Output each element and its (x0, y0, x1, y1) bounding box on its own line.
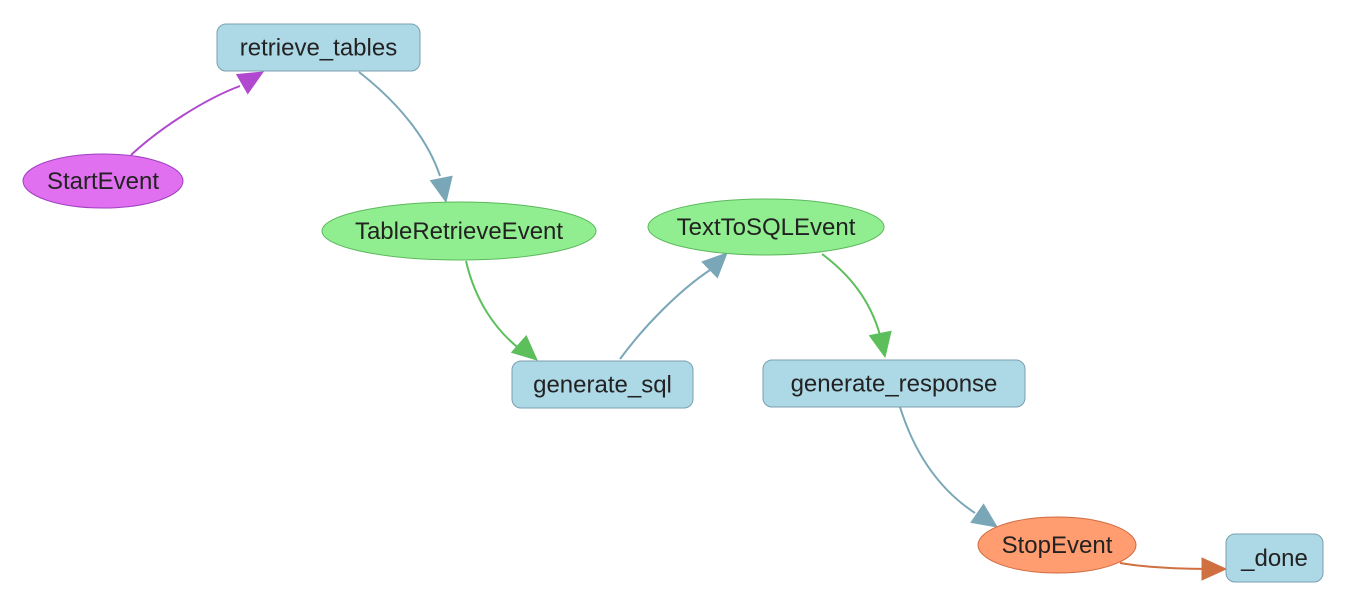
step-box (762, 359, 1026, 408)
edge-generate_response-to-StopEvent (899, 406, 998, 528)
edge-generate_sql-to-TextToSQLEvent (619, 252, 728, 360)
node-label: StartEvent (47, 168, 159, 195)
node-texttosqlevent: TextToSQLEvent (647, 198, 885, 256)
node--done: _done (1225, 533, 1324, 583)
event-ellipse (647, 198, 885, 256)
edge-TextToSQLEvent-to-generate_response (821, 253, 892, 359)
event-ellipse (321, 201, 597, 261)
nodes-layer: retrieve_tablesStartEventTableRetrieveEv… (22, 23, 1324, 583)
node-label: TableRetrieveEvent (355, 218, 563, 245)
edges-layer (130, 71, 1228, 581)
edge-StopEvent-to-_done (1119, 557, 1228, 581)
arrowhead-icon (701, 252, 728, 279)
step-box (216, 23, 421, 72)
arrowhead-icon (429, 175, 453, 204)
event-ellipse (22, 153, 184, 209)
node-label: retrieve_tables (240, 35, 397, 62)
arrowhead-icon (970, 503, 998, 528)
arrowhead-icon (235, 71, 265, 95)
edge-line (899, 406, 976, 514)
arrowhead-icon (868, 330, 892, 359)
arrowhead-icon (1201, 557, 1228, 581)
edge-TableRetrieveEvent-to-generate_sql (465, 260, 538, 361)
node-label: StopEvent (1002, 532, 1113, 559)
edge-line (821, 253, 881, 336)
edge-line (1119, 562, 1211, 570)
node-stopevent: StopEvent (977, 516, 1137, 574)
step-box (511, 360, 694, 409)
node-generate-sql: generate_sql (511, 360, 694, 409)
node-label: generate_sql (533, 372, 672, 399)
edge-retrieve_tables-to-TableRetrieveEvent (358, 71, 453, 204)
node-label: _done (1240, 545, 1308, 572)
edge-line (619, 269, 711, 360)
step-box (1225, 533, 1324, 583)
arrowhead-icon (510, 334, 538, 361)
node-label: generate_response (791, 371, 998, 398)
edge-line (130, 85, 241, 156)
node-retrieve-tables: retrieve_tables (216, 23, 421, 72)
node-startevent: StartEvent (22, 153, 184, 209)
edge-line (465, 260, 522, 351)
node-tableretrieveevent: TableRetrieveEvent (321, 201, 597, 261)
node-label: TextToSQLEvent (677, 214, 856, 241)
edge-StartEvent-to-retrieve_tables (130, 71, 265, 156)
node-generate-response: generate_response (762, 359, 1026, 408)
edge-line (358, 71, 441, 177)
event-ellipse (977, 516, 1137, 574)
